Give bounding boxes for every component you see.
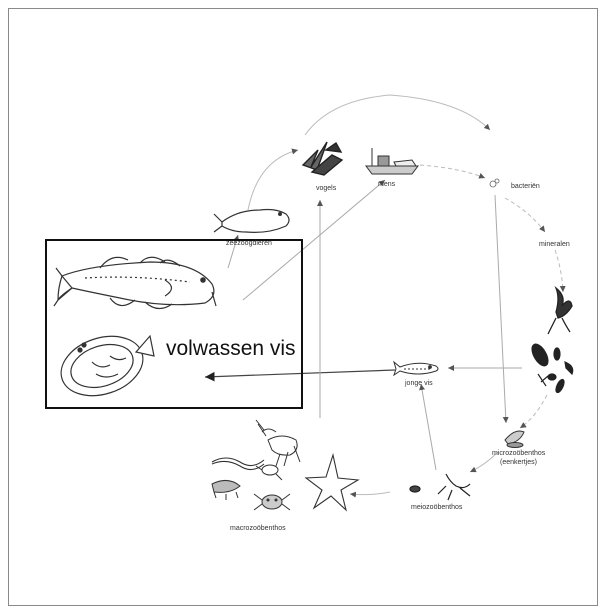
- meiozoobenthos-icon: [410, 474, 470, 500]
- clam-icon: [212, 480, 240, 500]
- crab-icon: [254, 494, 290, 510]
- label-bacterien: bacteriën: [511, 183, 540, 190]
- arc-meio-to-macro: [350, 492, 390, 495]
- young-fish-icon: [394, 362, 438, 375]
- arc-seal-to-birds: [248, 150, 298, 210]
- arrow-jonge-vis-to-adult: [205, 370, 395, 377]
- label-mens: mens: [378, 181, 396, 188]
- label-mineralen: mineralen: [539, 241, 570, 248]
- label-zeezoogdieren: zeezoogdieren: [226, 240, 272, 247]
- label-macrozoobenthos: macrozoöbenthos: [230, 525, 286, 532]
- worm-icon: [212, 458, 264, 470]
- label-vogels: vogels: [316, 185, 337, 192]
- arc-mens-to-bacteria: [420, 165, 485, 178]
- arrow-meio-to-jonge-vis: [421, 384, 436, 470]
- arrow-bacteria-down: [495, 195, 506, 423]
- label-microzoobenthos-sub: (eenkertjes): [500, 459, 537, 466]
- cod-fish-icon: [54, 257, 216, 308]
- microzoobenthos-icon: [505, 431, 524, 448]
- label-microzoobenthos: microzoöbenthos: [492, 450, 546, 457]
- bird-icon: [303, 142, 342, 175]
- label-jonge-vis: jonge vis: [404, 380, 433, 387]
- arc-plankton-to-micro: [520, 395, 547, 428]
- shrimp-icon: [256, 420, 300, 466]
- bacteria-icon: [490, 179, 499, 187]
- label-meiozoobenthos: meiozoöbenthos: [411, 504, 463, 511]
- seaweed-icon: [548, 288, 572, 334]
- fishing-boat-icon: [366, 148, 418, 174]
- seal-icon: [214, 210, 289, 233]
- arc-bacteria-to-minerals: [505, 198, 545, 232]
- plankton-icon: [529, 342, 573, 394]
- arc-top: [305, 95, 490, 135]
- starfish-icon: [306, 455, 358, 510]
- box-label: volwassen vis: [166, 337, 296, 360]
- arc-minerals-to-plants: [555, 250, 563, 292]
- flatfish-icon: [53, 326, 154, 405]
